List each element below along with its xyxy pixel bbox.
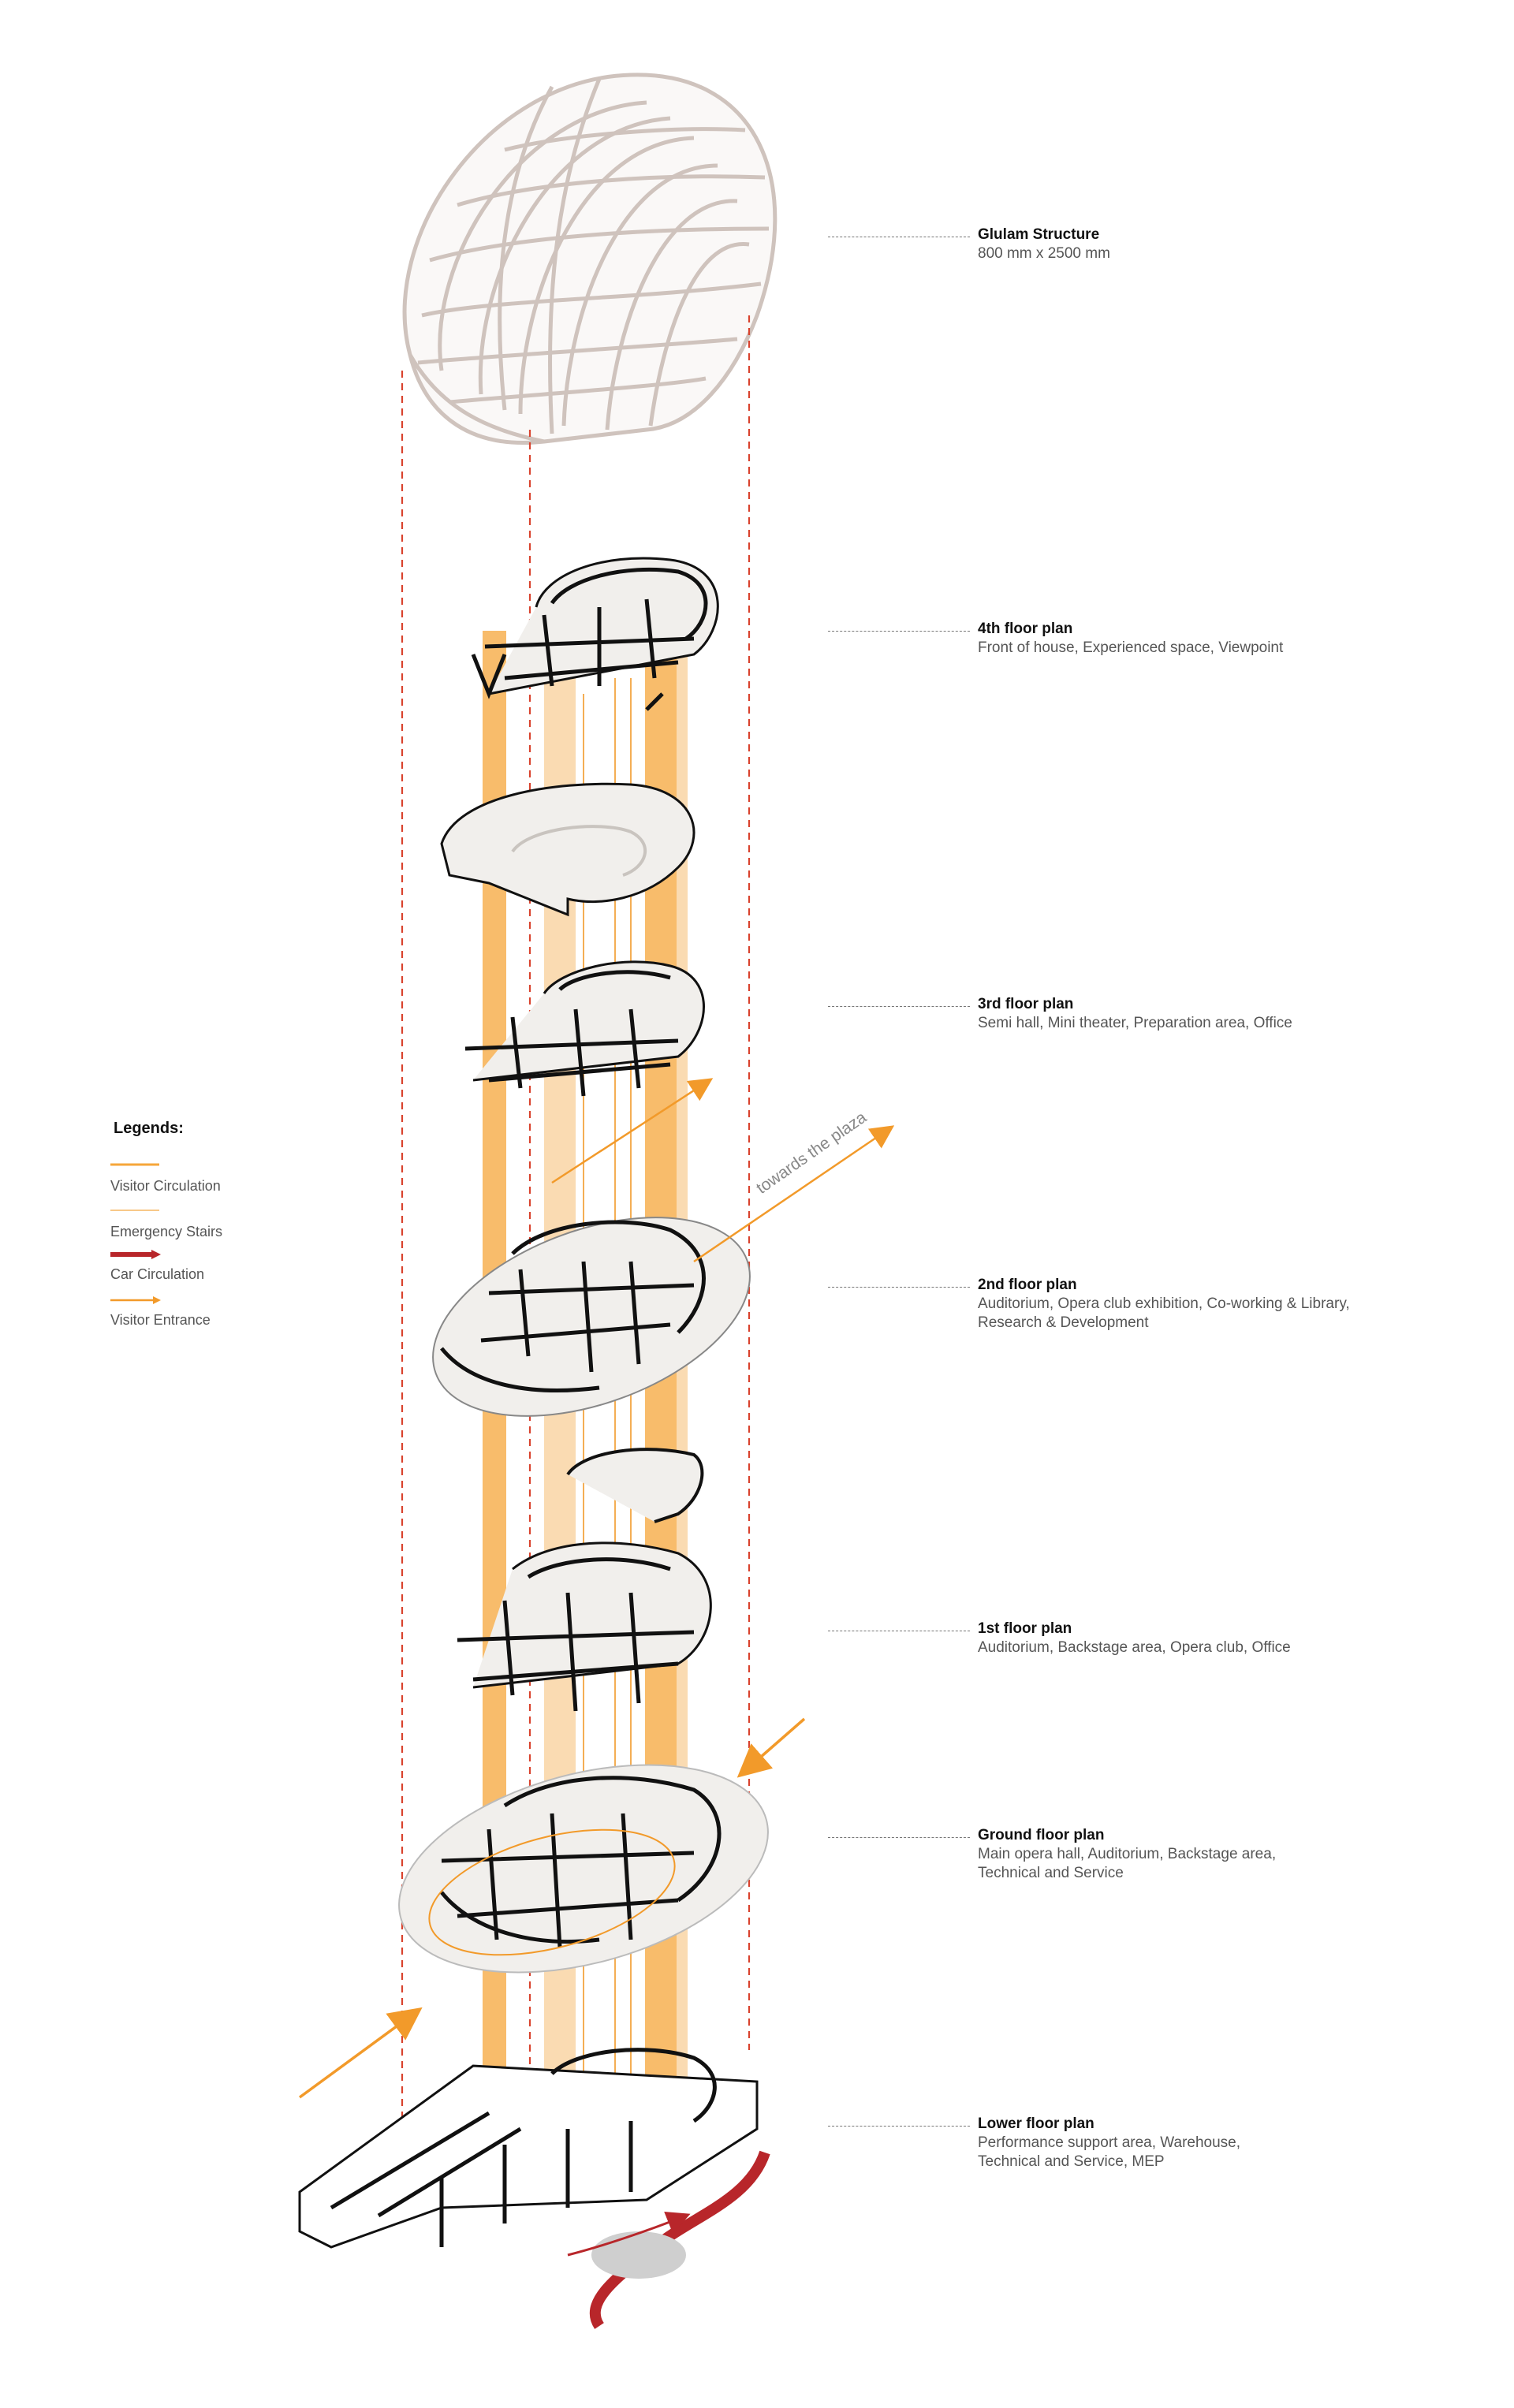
legend-item-visitor-entrance: Visitor Entrance	[110, 1295, 347, 1334]
floor-1st-plan	[457, 1541, 712, 1712]
visitor-entrance-swatch	[110, 1296, 161, 1304]
layer-desc: Auditorium, Opera club exhibition, Co-wo…	[978, 1295, 1350, 1331]
legend-item-car-circulation: Car Circulation	[110, 1249, 347, 1288]
layer-title: 4th floor plan	[978, 621, 1073, 637]
label-1st-floor: 1st floor plan Auditorium, Backstage are…	[978, 1620, 1451, 1657]
layer-desc: 800 mm x 2500 mm	[978, 245, 1110, 262]
layer-desc: Front of house, Experienced space, Viewp…	[978, 639, 1284, 656]
legend-item-emergency-stairs: Emergency Stairs	[110, 1206, 347, 1246]
layer-desc: Main opera hall, Auditorium, Backstage a…	[978, 1846, 1277, 1881]
car-circulation-swatch	[110, 1250, 161, 1259]
glulam-dome-structure	[402, 73, 778, 445]
label-ground-floor: Ground floor plan Main opera hall, Audit…	[978, 1826, 1451, 1883]
leader-4th	[828, 631, 970, 632]
leader-lower	[828, 2126, 970, 2127]
layer-title: Lower floor plan	[978, 2115, 1094, 2132]
legend-title: Legends:	[114, 1120, 184, 1137]
layer-title: 3rd floor plan	[978, 996, 1074, 1012]
leader-2nd	[828, 1287, 970, 1288]
layer-title: 2nd floor plan	[978, 1277, 1077, 1293]
visitor-entrance-arrows	[298, 1717, 806, 2099]
leader-3rd	[828, 1006, 970, 1007]
layer-title: 1st floor plan	[978, 1620, 1072, 1637]
floor-lower-plan	[298, 2048, 759, 2249]
floor-4th-slab	[440, 782, 695, 917]
floor-mezzanine-slab	[566, 1448, 704, 1523]
label-2nd-floor: 2nd floor plan Auditorium, Opera club ex…	[978, 1276, 1451, 1333]
label-glulam-structure: Glulam Structure 800 mm x 2500 mm	[978, 226, 1451, 263]
legend-label: Visitor Entrance	[110, 1312, 211, 1328]
plaza-direction-arrow	[551, 1078, 895, 1263]
label-3rd-floor: 3rd floor plan Semi hall, Mini theater, …	[978, 995, 1451, 1033]
layer-desc: Semi hall, Mini theater, Preparation are…	[978, 1015, 1292, 1031]
visitor-circulation-swatch	[110, 1163, 159, 1166]
legend-label: Emergency Stairs	[110, 1224, 223, 1239]
layer-title: Ground floor plan	[978, 1827, 1105, 1843]
layer-desc: Auditorium, Backstage area, Opera club, …	[978, 1639, 1291, 1656]
emergency-stairs-swatch	[110, 1210, 159, 1211]
legend-label: Car Circulation	[110, 1266, 205, 1282]
car-circulation	[567, 2150, 770, 2329]
legend-item-visitor-circulation: Visitor Circulation	[110, 1161, 347, 1200]
floor-4th-plan	[471, 557, 719, 711]
leader-ground	[828, 1837, 970, 1838]
floor-ground-plan	[398, 1764, 769, 1974]
label-4th-floor: 4th floor plan Front of house, Experienc…	[978, 620, 1451, 658]
legend-label: Visitor Circulation	[110, 1178, 221, 1194]
floor-3rd-plan	[464, 960, 705, 1097]
layer-desc: Performance support area, Warehouse, Tec…	[978, 2134, 1241, 2170]
floor-2nd-plan	[432, 1217, 751, 1417]
label-lower-floor: Lower floor plan Performance support are…	[978, 2115, 1451, 2171]
layer-title: Glulam Structure	[978, 226, 1100, 243]
